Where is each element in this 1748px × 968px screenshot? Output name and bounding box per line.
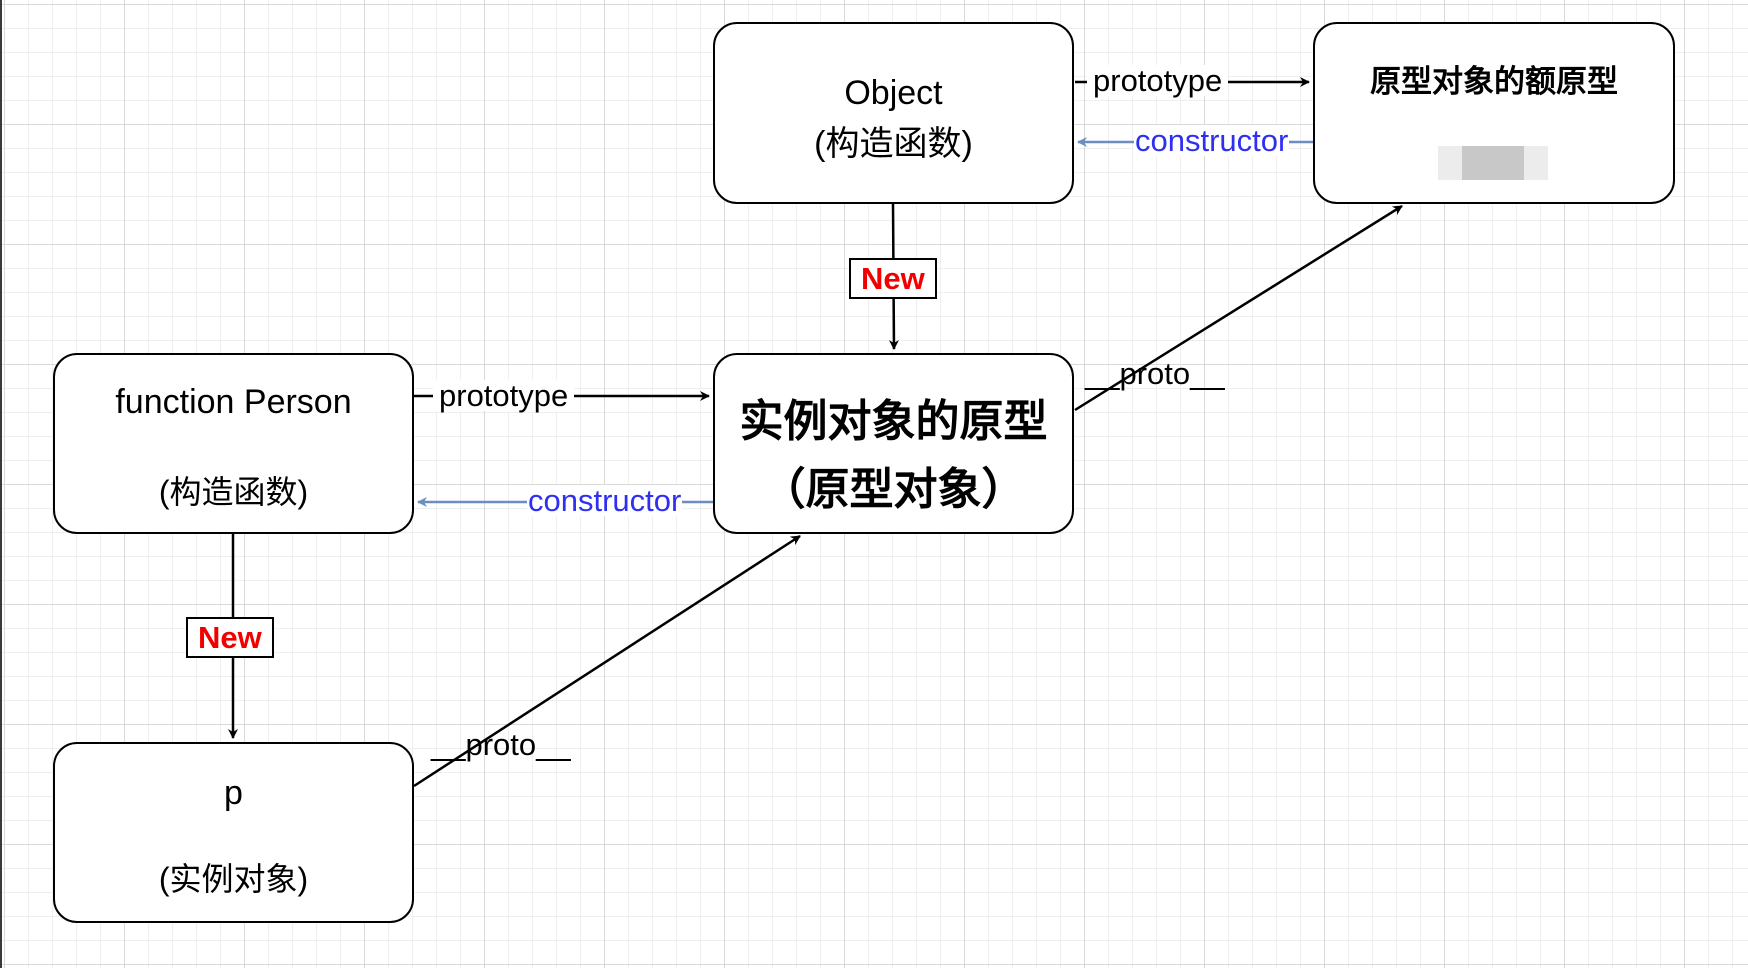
label-person-prototype: prototype	[433, 380, 575, 411]
label-proto-proto: __proto__	[1085, 356, 1225, 391]
label-proto-constructor: constructor	[527, 483, 683, 518]
person-constructor-node[interactable]: function Person (构造函数)	[53, 353, 414, 534]
redacted-mark	[1438, 146, 1548, 180]
label-object-new: New	[849, 258, 937, 299]
person-node-subtitle: (构造函数)	[158, 474, 309, 510]
instance-prototype-title: 实例对象的原型	[739, 397, 1048, 446]
edge-proto-proto	[1074, 204, 1403, 412]
instance-p-node[interactable]: p (实例对象)	[53, 742, 414, 923]
edge-p-proto	[413, 534, 801, 788]
label-ext-constructor: constructor	[1134, 123, 1290, 158]
extended-prototype-node[interactable]: 原型对象的额原型	[1313, 22, 1675, 204]
person-node-title: function Person	[115, 383, 352, 421]
object-node-title: Object	[844, 74, 943, 112]
object-constructor-node[interactable]: Object (构造函数)	[713, 22, 1074, 204]
extended-prototype-title: 原型对象的额原型	[1370, 64, 1618, 99]
instance-prototype-node[interactable]: 实例对象的原型 （原型对象）	[713, 353, 1074, 534]
instance-prototype-subtitle: （原型对象）	[761, 465, 1026, 514]
label-object-prototype: prototype	[1087, 65, 1229, 96]
label-person-new: New	[186, 617, 274, 658]
canvas-left-edge	[0, 0, 2, 968]
object-node-subtitle: (构造函数)	[814, 125, 973, 163]
p-node-title: p	[224, 774, 243, 812]
label-p-proto: __proto__	[431, 727, 571, 762]
p-node-subtitle: (实例对象)	[158, 861, 309, 897]
